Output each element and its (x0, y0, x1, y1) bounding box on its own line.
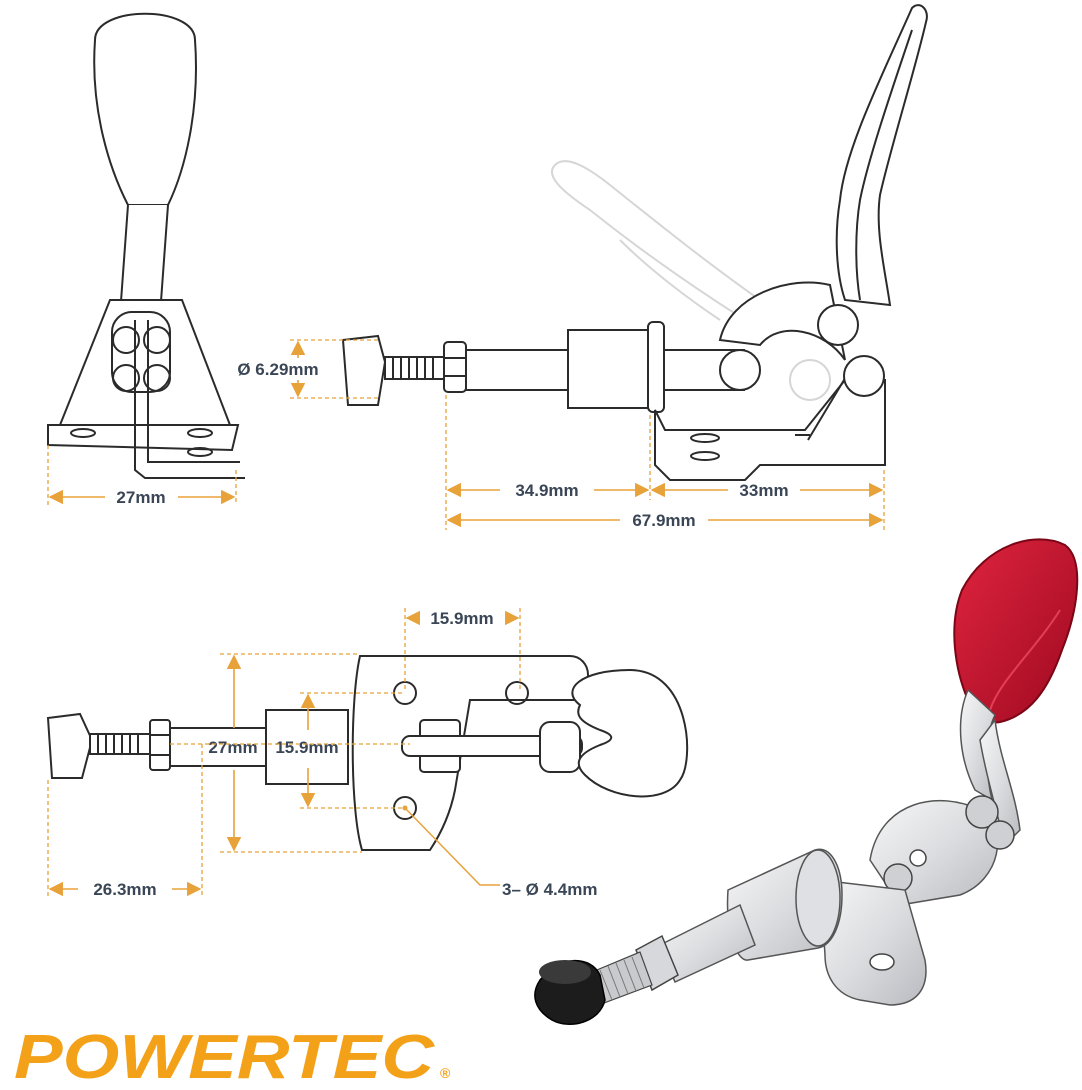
side-view-drawing (341, 4, 928, 481)
top-view-drawing (46, 655, 689, 851)
spindle-diameter-label: Ø 6.29mm (237, 360, 318, 379)
overall-length-label: 67.9mm (632, 511, 695, 530)
spindle-diameter-dimension: Ø 6.29mm (237, 339, 380, 399)
spindle-extension-label: 26.3mm (93, 880, 156, 899)
powertec-logo: POWERTEC ® (14, 1023, 451, 1090)
front-width-label: 27mm (116, 488, 165, 507)
registered-mark: ® (440, 1065, 451, 1081)
toggle-clamp-photo (534, 538, 1079, 1025)
mounting-holes-label: 3– Ø 4.4mm (502, 880, 597, 899)
spindle-length-label: 34.9mm (515, 481, 578, 500)
powertec-logo-text: POWERTEC (14, 1023, 435, 1090)
length-dimensions: 34.9mm 33mm 67.9mm (445, 395, 885, 530)
hole-spacing-label: 15.9mm (430, 609, 493, 628)
top-view-dimensions: 15.9mm 27mm 15.9mm 26.3mm 3– Ø 4.4mm (47, 608, 597, 899)
base-length-label: 33mm (739, 481, 788, 500)
hole-offset-label: 15.9mm (275, 738, 338, 757)
front-view-drawing (47, 12, 245, 479)
base-width-label: 27mm (208, 738, 257, 757)
front-width-dimension: 27mm (47, 445, 237, 507)
